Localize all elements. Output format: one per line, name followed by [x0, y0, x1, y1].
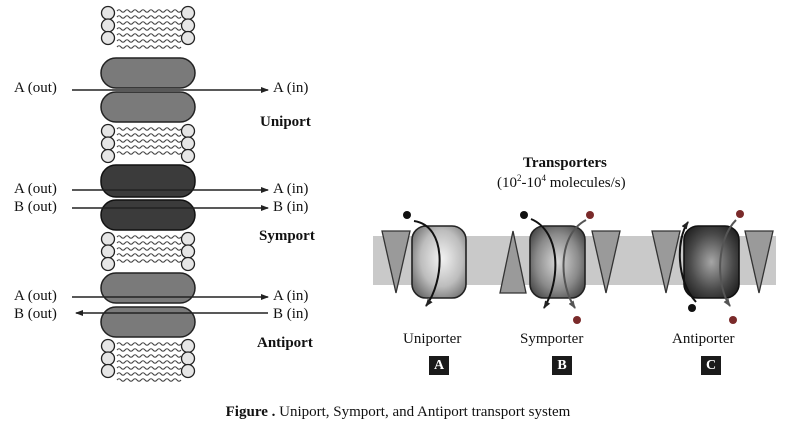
lipid-tail: [116, 127, 182, 131]
lipid-tail: [116, 9, 182, 13]
uniport-protein: [100, 57, 196, 123]
lipid-head: [100, 244, 116, 259]
lipid-head: [100, 338, 116, 354]
caption-text: Uniport, Symport, and Antiport transport…: [279, 404, 571, 420]
lipid-tail: [116, 354, 182, 358]
lipid-head: [180, 30, 196, 46]
lipid-tail: [116, 372, 182, 376]
lipid-head: [100, 136, 116, 151]
antiport-b-in-label: B (in): [273, 306, 309, 322]
lipid-tail: [116, 366, 182, 370]
uniport-title: Uniport: [260, 114, 311, 130]
lipid-head: [180, 338, 196, 354]
lipid-tail: [116, 21, 182, 25]
transporters-rate: (102-104 molecules/s): [497, 173, 626, 191]
symporter-shape: [520, 211, 594, 324]
lipid-tail: [116, 33, 182, 37]
lipid-tail: [116, 133, 182, 137]
lipid-head: [180, 18, 196, 33]
uniport-a-out-label: A (out): [14, 80, 57, 96]
caption-number: .: [267, 404, 280, 420]
symport-a-in-label: A (in): [273, 181, 309, 197]
lipid-tail: [116, 139, 182, 143]
antiport-a-in-label: A (in): [273, 288, 309, 304]
antiporter-shape: [678, 210, 744, 324]
lipid-tail: [116, 247, 182, 251]
figure-caption: Figure . Uniport, Symport, and Antiport …: [0, 404, 796, 421]
lipid-tail: [116, 15, 182, 19]
antiporter-label: Antiporter: [672, 331, 735, 347]
lipid-head: [180, 231, 196, 247]
symporter-letter: B: [552, 356, 572, 375]
lipid-tail: [116, 253, 182, 257]
lipid-head: [100, 123, 116, 139]
lipid-tail: [116, 151, 182, 155]
lipid-head: [180, 136, 196, 151]
lipid-tail: [116, 45, 182, 49]
lipid-bilayer: [100, 5, 196, 382]
lipid-head: [180, 351, 196, 366]
lipid-head: [100, 148, 116, 164]
lipid-tail: [116, 27, 182, 31]
transporters-title: Transporters: [523, 155, 607, 171]
lipid-head: [180, 363, 196, 379]
lipid-tail: [116, 342, 182, 346]
lipid-tail: [116, 259, 182, 263]
uniport-a-in-label: A (in): [273, 80, 309, 96]
lipid-tail: [116, 235, 182, 239]
lipid-head: [180, 123, 196, 139]
symport-b-in-label: B (in): [273, 199, 309, 215]
symport-b-out-label: B (out): [14, 199, 57, 215]
lipid-head: [100, 5, 116, 21]
lipid-tail: [116, 145, 182, 149]
symport-a-out-label: A (out): [14, 181, 57, 197]
lipid-head: [100, 256, 116, 272]
symport-title: Symport: [259, 228, 315, 244]
lipid-head: [100, 351, 116, 366]
antiporter-letter: C: [701, 356, 721, 375]
lipid-head: [100, 231, 116, 247]
lipid-head: [100, 18, 116, 33]
lipid-tail: [116, 348, 182, 352]
lipid-head: [100, 363, 116, 379]
membrane-protein-triangles: [381, 230, 774, 294]
symport-protein: [100, 164, 196, 231]
lipid-head: [180, 244, 196, 259]
lipid-head: [180, 5, 196, 21]
uniporter-label: Uniporter: [403, 331, 462, 347]
antiport-b-out-label: B (out): [14, 306, 57, 322]
antiport-title: Antiport: [257, 335, 313, 351]
uniporter-letter: A: [429, 356, 449, 375]
symporter-label: Symporter: [520, 331, 584, 347]
lipid-tail: [116, 39, 182, 43]
lipid-tail: [116, 241, 182, 245]
lipid-head: [180, 256, 196, 272]
caption-label: Figure: [225, 404, 268, 420]
antiport-a-out-label: A (out): [14, 288, 57, 304]
lipid-tail: [116, 378, 182, 382]
lipid-tail: [116, 360, 182, 364]
lipid-head: [100, 30, 116, 46]
uniporter-shape: [403, 211, 467, 307]
lipid-head: [180, 148, 196, 164]
antiport-protein: [100, 272, 196, 338]
